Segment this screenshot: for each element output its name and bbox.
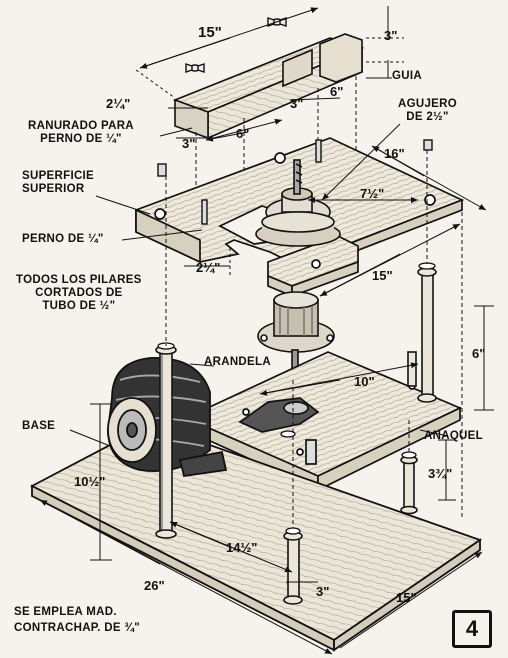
dim-3-bot: 3" [316, 584, 330, 599]
dim-2-25-b: 2¼" [196, 260, 221, 275]
dim-6-left: 6" [236, 126, 250, 141]
bolt-icon [157, 139, 433, 225]
motor [107, 357, 228, 478]
label-superficie: SUPERFICIE SUPERIOR [22, 170, 95, 196]
dim-6-right: 6" [330, 84, 344, 99]
label-anaquel: ANAQUEL [424, 430, 483, 442]
dimension-lines-lower [39, 123, 494, 655]
dim-3-top: 3" [384, 28, 398, 43]
guide-rail [172, 33, 365, 140]
dim-14-5: 14½" [226, 540, 258, 555]
dim-10: 10" [354, 374, 375, 389]
label-ranurado: RANURADO PARA PERNO DE ¼" [28, 120, 134, 146]
dim-15-top: 15" [198, 24, 222, 41]
figure-number: 4 [452, 610, 492, 648]
label-agujero: AGUJERO DE 2½" [398, 98, 457, 124]
dim-15-bot: 15" [396, 590, 417, 605]
label-perno: PERNO DE ¼" [22, 233, 104, 245]
label-pilares: TODOS LOS PILARES CORTADOS DE TUBO DE ½" [16, 274, 142, 313]
label-base: BASE [22, 420, 56, 432]
shaft-mount-upper [255, 159, 341, 247]
dim-26: 26" [144, 578, 165, 593]
pillars [155, 267, 437, 605]
figure-number-text: 4 [465, 616, 479, 641]
dim-3-75: 3¾" [428, 466, 453, 481]
dim-16: 16" [384, 146, 405, 161]
label-nota: SE EMPLEA MAD. CONTRACHAP. DE ¾" [14, 606, 140, 635]
dim-3-mid: 3" [290, 96, 304, 111]
dim-10-5: 10½" [74, 474, 106, 489]
base-board [30, 423, 482, 652]
dim-15-mid: 15" [372, 268, 393, 283]
label-arandela: ARANDELA [204, 356, 271, 368]
pulley-housing [257, 291, 335, 375]
dim-3-left: 3" [182, 136, 196, 151]
dim-6-pillar: 6" [472, 346, 486, 361]
dim-2-25: 2¼" [106, 96, 131, 111]
label-guia: GUIA [392, 70, 422, 82]
dim-7-5: 7½" [360, 186, 385, 201]
